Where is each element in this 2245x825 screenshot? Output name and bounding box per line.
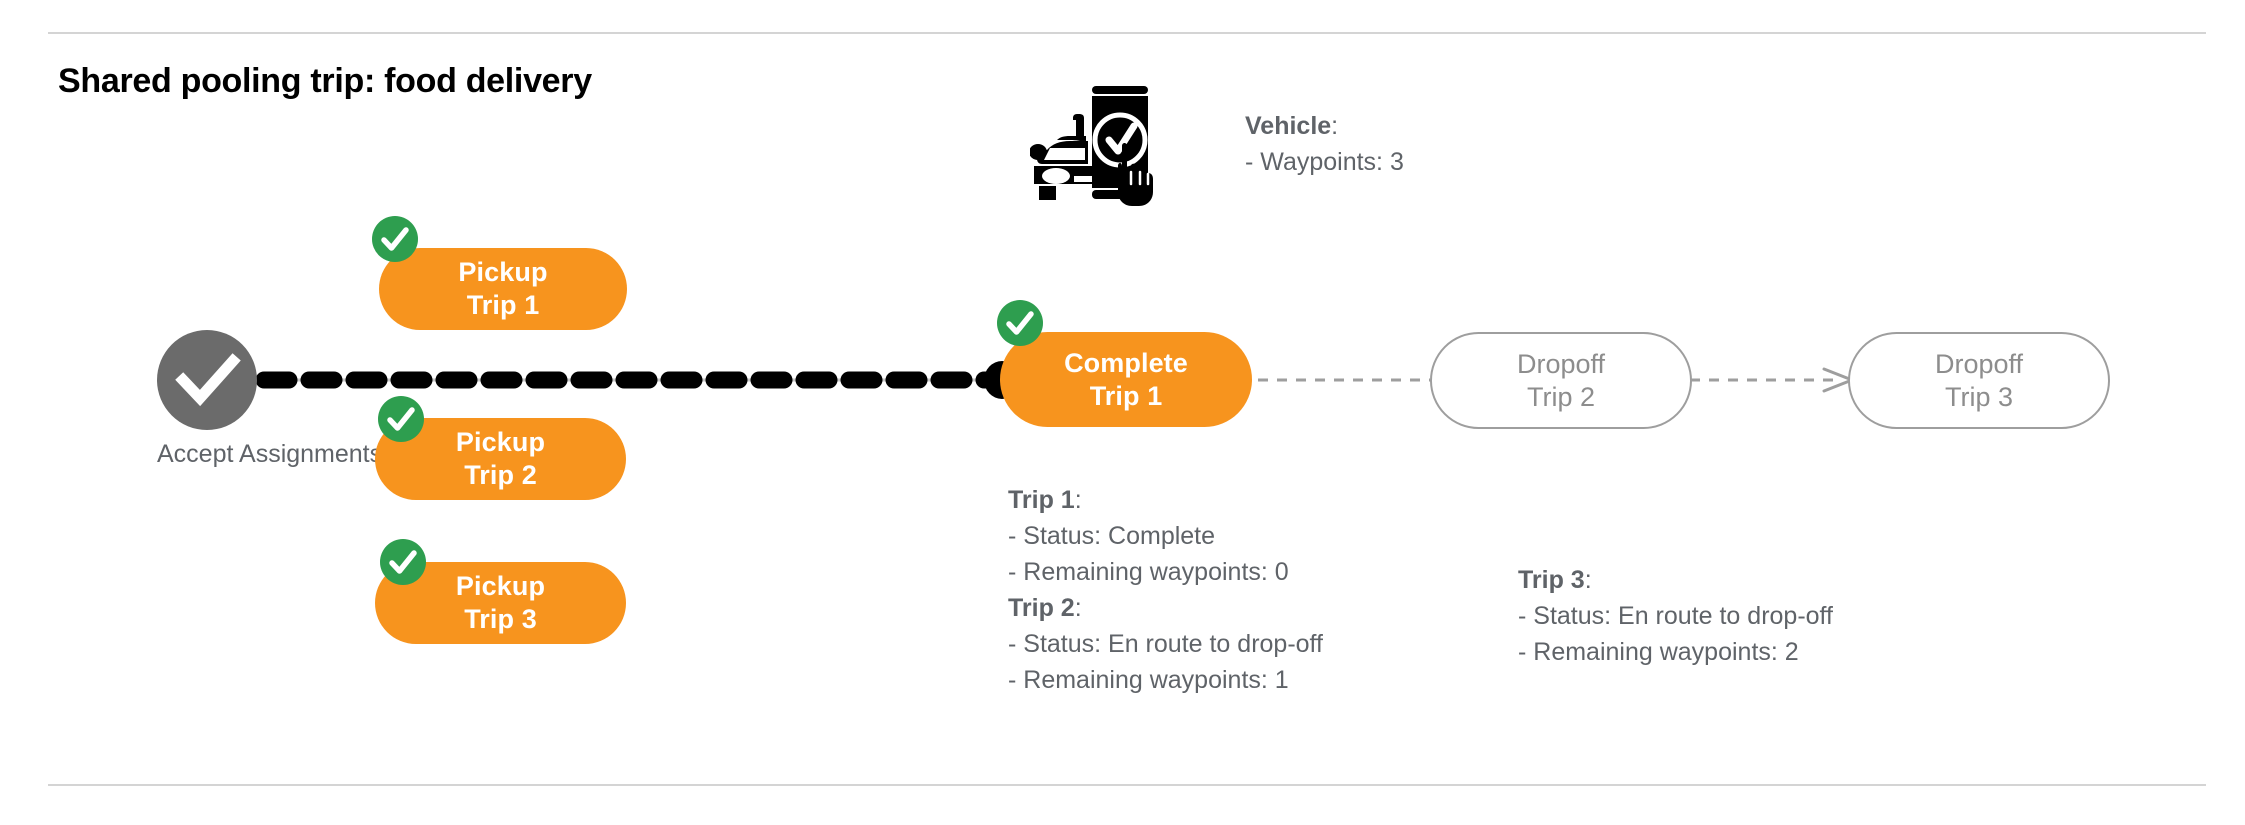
check-badge-pickup-2 xyxy=(378,396,424,442)
check-icon xyxy=(1006,311,1034,335)
check-icon xyxy=(387,407,415,431)
trip-3-heading: Trip 3 xyxy=(1518,566,1585,594)
trip-3-status-row: - Status: En route to drop-off xyxy=(1518,602,1833,630)
complete-1-line1: Complete xyxy=(1064,347,1188,378)
node-accept-assignments[interactable]: Accept Assignments xyxy=(157,330,382,468)
accept-label-line2: Assignments xyxy=(239,440,383,468)
accept-assignments-label: Accept Assignments xyxy=(157,440,382,468)
trip-2-status-row: - Status: En route to drop-off xyxy=(1008,630,1323,658)
check-icon xyxy=(175,353,241,407)
car-phone-check-icon xyxy=(1030,86,1153,206)
trip-3-heading-row: Trip 3: xyxy=(1518,562,1833,598)
trip-1-waypoints-row: - Remaining waypoints: 0 xyxy=(1008,558,1289,586)
pickup-2-line2: Trip 2 xyxy=(464,460,537,490)
accept-assignments-circle xyxy=(157,330,257,430)
accept-label-line1: Accept xyxy=(157,440,234,468)
vehicle-info-heading-row: Vehicle: xyxy=(1245,108,1404,144)
check-badge-pickup-3 xyxy=(380,539,426,585)
pickup-2-line1: Pickup xyxy=(455,427,546,458)
trip-details-right-block: Trip 3: - Status: En route to drop-off -… xyxy=(1518,562,1833,670)
complete-1-line2: Trip 1 xyxy=(1089,380,1163,411)
trip-1-heading-row: Trip 1: xyxy=(1008,482,1323,518)
check-icon xyxy=(381,227,409,251)
dropoff-2-line1: Dropoff xyxy=(1516,348,1606,379)
bottom-divider xyxy=(48,784,2206,786)
dropoff-2-line2: Trip 2 xyxy=(1526,381,1595,412)
check-badge-complete-1 xyxy=(997,300,1043,346)
page-title: Shared pooling trip: food delivery xyxy=(58,62,592,100)
node-pickup-trip-1[interactable]: Pickup Trip 1 xyxy=(379,248,627,330)
pickup-3-line1: Pickup xyxy=(455,571,546,602)
pickup-1-line1: Pickup xyxy=(458,257,548,288)
node-dropoff-trip-2[interactable]: Dropoff Trip 2 xyxy=(1430,332,1692,429)
vehicle-info-block: Vehicle: - Waypoints: 3 xyxy=(1245,108,1404,180)
trip-1-status-row: - Status: Complete xyxy=(1008,522,1216,550)
vehicle-info-row: - Waypoints: 3 xyxy=(1245,148,1404,176)
node-complete-trip-1[interactable]: Complete Trip 1 xyxy=(1000,332,1252,427)
node-pickup-trip-2[interactable]: Pickup Trip 2 xyxy=(375,418,626,500)
trip-3-heading-suffix: : xyxy=(1584,566,1592,594)
trip-2-heading: Trip 2 xyxy=(1008,594,1075,622)
pickup-3-line2: Trip 3 xyxy=(464,604,537,634)
trip-3-waypoints-row: - Remaining waypoints: 2 xyxy=(1518,638,1799,666)
check-badge-pickup-1 xyxy=(372,216,418,262)
trip-2-heading-suffix: : xyxy=(1074,594,1082,622)
trip-2-heading-row: Trip 2: xyxy=(1008,590,1323,626)
trip-details-left-block: Trip 1: - Status: Complete - Remaining w… xyxy=(1008,482,1323,698)
dropoff-3-line2: Trip 3 xyxy=(1944,381,2013,412)
dropoff-3-line1: Dropoff xyxy=(1934,348,2024,379)
vehicle-info-heading: Vehicle xyxy=(1245,112,1332,140)
check-icon xyxy=(389,550,417,574)
trip-1-heading: Trip 1 xyxy=(1008,486,1075,514)
pickup-1-line2: Trip 1 xyxy=(466,290,540,320)
trip-2-waypoints-row: - Remaining waypoints: 1 xyxy=(1008,666,1289,694)
top-divider xyxy=(48,32,2206,34)
node-dropoff-trip-3[interactable]: Dropoff Trip 3 xyxy=(1848,332,2110,429)
trip-1-heading-suffix: : xyxy=(1074,486,1082,514)
vehicle-info-heading-suffix: : xyxy=(1331,112,1339,140)
